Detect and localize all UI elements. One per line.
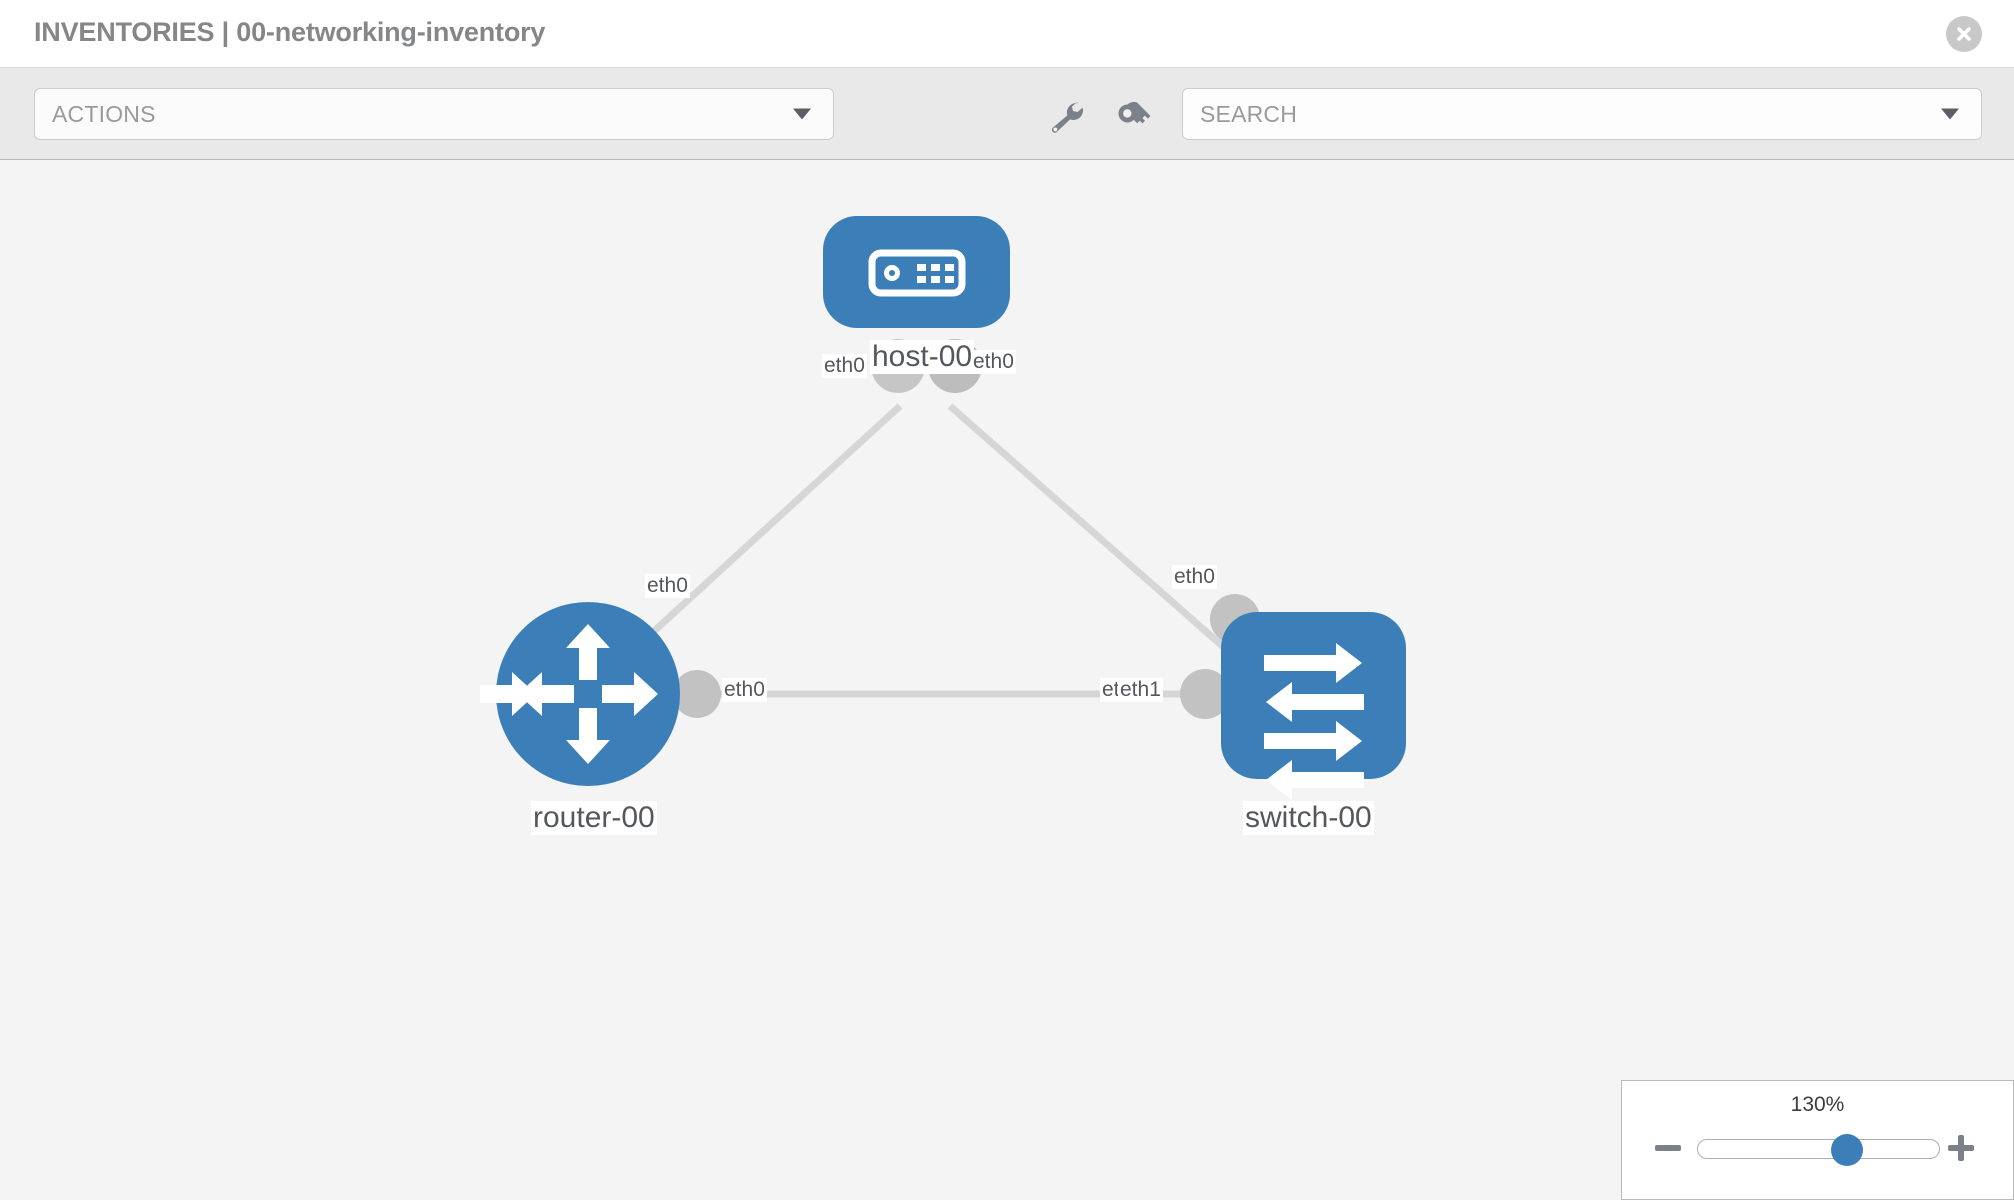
- search-input[interactable]: SEARCH: [1182, 88, 1982, 140]
- plus-icon[interactable]: [1944, 1131, 1978, 1165]
- node-name-switch-00: switch-00: [1243, 801, 1374, 835]
- iface-label-host00-right: eth0: [971, 350, 1016, 375]
- toolbar: ACTIONS SEARCH: [0, 68, 2014, 160]
- node-host-00: [823, 216, 1010, 328]
- router-arrows-icon: [480, 624, 658, 764]
- node-name-host-00: host-00: [870, 340, 975, 374]
- iface-label-router00-right: eth0: [722, 678, 767, 703]
- node-router-00: [480, 602, 680, 786]
- iface-label-router00-up: eth0: [645, 574, 690, 599]
- endpoint-switch00-eth1: [1180, 669, 1230, 719]
- key-icon[interactable]: [1113, 100, 1153, 134]
- endpoint-router00-eth0: [673, 670, 721, 718]
- server-icon: [868, 249, 966, 297]
- zoom-slider-track[interactable]: [1697, 1134, 1940, 1166]
- switch-arrows-icon: [1264, 643, 1364, 800]
- iface-label-host00-left: eth0: [822, 354, 867, 379]
- chevron-down-icon[interactable]: [1941, 108, 1959, 120]
- node-router-00-shape[interactable]: [496, 602, 680, 786]
- page-header: INVENTORIES | 00-networking-inventory: [0, 0, 2014, 68]
- iface-label-switch00-left-b: eth1: [1118, 678, 1163, 703]
- wrench-icon[interactable]: [1046, 100, 1086, 134]
- edge-host00-router00: [613, 403, 903, 669]
- node-host-00-shape[interactable]: [823, 216, 1010, 328]
- zoom-slider-handle[interactable]: [1831, 1134, 1864, 1166]
- node-name-router-00: router-00: [531, 801, 657, 835]
- iface-label-switch00-up: eth0: [1172, 565, 1217, 590]
- topology-canvas[interactable]: eth0 host-00 eth0 eth0 eth0 router-00 et…: [0, 161, 2014, 1200]
- page-title: INVENTORIES | 00-networking-inventory: [34, 17, 546, 47]
- actions-dropdown[interactable]: ACTIONS: [34, 88, 834, 140]
- topology-edges: [613, 403, 1248, 698]
- minus-icon[interactable]: [1651, 1131, 1685, 1165]
- close-icon[interactable]: [1946, 16, 1982, 52]
- zoom-level-label: 130%: [1790, 1093, 1845, 1116]
- zoom-control-panel: 130%: [1621, 1080, 2014, 1200]
- edge-host00-switch00: [947, 403, 1248, 669]
- search-placeholder: SEARCH: [1200, 100, 1298, 127]
- node-switch-00: [1221, 612, 1406, 800]
- actions-dropdown-label: ACTIONS: [52, 100, 156, 127]
- chevron-down-icon: [793, 108, 811, 120]
